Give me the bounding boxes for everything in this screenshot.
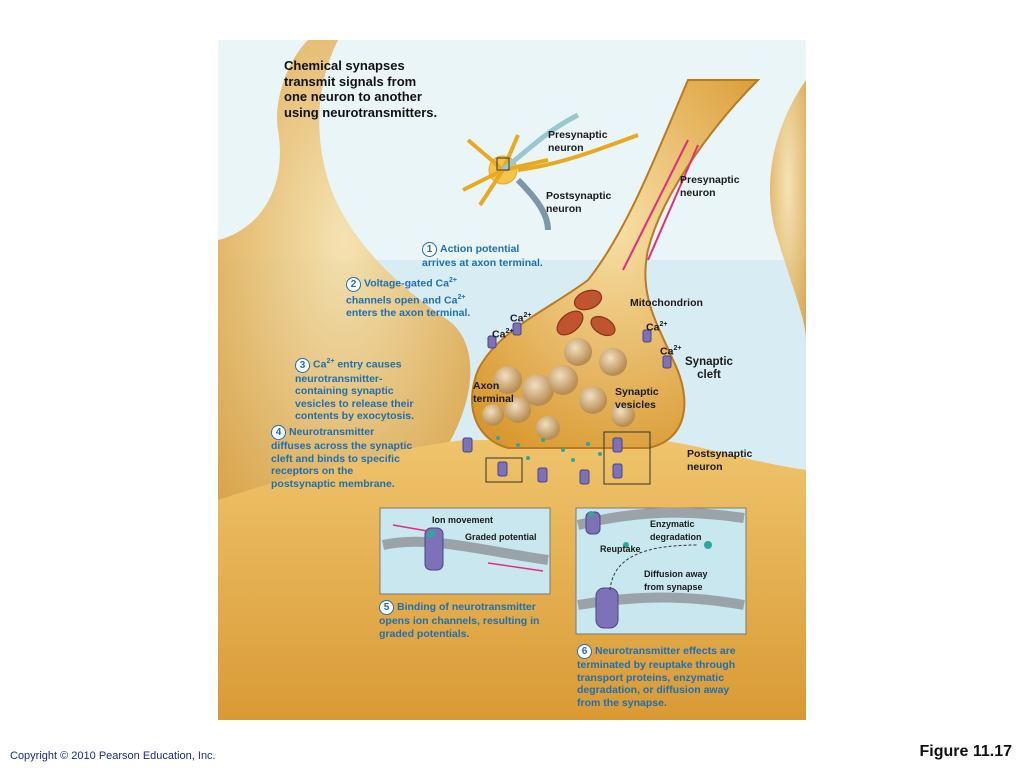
action-potential-arrow xyxy=(622,139,689,271)
label-reuptake: Reuptake xyxy=(600,544,641,554)
label-presynaptic-large: Presynaptic neuron xyxy=(680,174,740,199)
vesicles xyxy=(482,338,635,440)
synapse-figure: Chemical synapses transmit signals from … xyxy=(218,40,806,720)
zoom-box-left xyxy=(485,457,523,483)
inset6-channel xyxy=(595,587,619,629)
right-dendrite xyxy=(769,80,806,340)
label-enzymatic-degradation: Enzymatic degradation xyxy=(650,519,702,542)
label-diffusion-away: Diffusion away from synapse xyxy=(644,569,708,592)
axon-terminal-shape xyxy=(471,79,761,449)
left-dendrite xyxy=(218,40,471,540)
label-mitochondrion: Mitochondrion xyxy=(630,297,703,309)
label-ca-2: Ca2+ xyxy=(492,328,514,341)
label-postsynaptic-neuron: Postsynaptic neuron xyxy=(687,448,753,473)
zoom-arrow xyxy=(515,177,551,231)
copyright-text: Copyright © 2010 Pearson Education, Inc. xyxy=(10,750,216,762)
label-postsynaptic-small: Postsynaptic neuron xyxy=(546,190,612,215)
label-presynaptic-small: Presynaptic neuron xyxy=(548,129,608,154)
label-synaptic-cleft: Synaptic cleft xyxy=(685,356,733,381)
ca-channels xyxy=(487,322,672,369)
figure-title: Chemical synapses transmit signals from … xyxy=(284,58,438,120)
receptors xyxy=(462,437,623,485)
label-graded-potential: Graded potential xyxy=(465,532,537,542)
figure-number: Figure 11.17 xyxy=(919,743,1013,760)
synapse-illustration xyxy=(218,40,806,720)
mitochondria xyxy=(556,289,616,337)
neuron-overview xyxy=(462,112,639,207)
label-ca-3: Ca2+ xyxy=(646,321,668,334)
label-axon-terminal: Axon terminal xyxy=(473,380,514,405)
zoom-box-right xyxy=(603,431,651,485)
label-ca-1: Ca2+ xyxy=(510,312,532,325)
label-ion-movement: Ion movement xyxy=(432,515,494,525)
label-synaptic-vesicles: Synaptic vesicles xyxy=(615,386,659,411)
neurotransmitter-dots xyxy=(496,436,602,462)
inset5-channel xyxy=(424,527,444,571)
label-ca-4: Ca2+ xyxy=(660,345,682,358)
